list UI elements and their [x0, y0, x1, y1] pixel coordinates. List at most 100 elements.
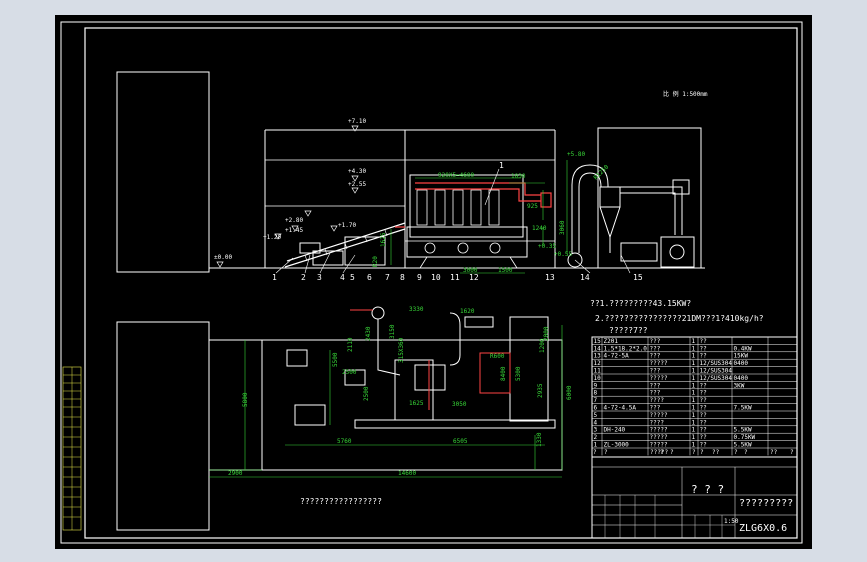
bom-cell: 5	[594, 412, 598, 419]
bom-cell: 1	[692, 338, 696, 345]
side-view-item-numbers: 1 1 2 3 4 5 6 7 8 9 10 11 12 13 14 15	[272, 161, 643, 282]
bom-cell: ?????	[650, 375, 668, 382]
svg-text:+7.10: +7.10	[348, 118, 366, 125]
bom-header-cell: ?	[790, 449, 794, 456]
bom-row: 4???? 1??	[594, 419, 708, 426]
bom-cell: 4	[594, 419, 598, 426]
svg-text:+0.55: +0.55	[554, 251, 572, 258]
plan-caption: ?????????????????	[300, 497, 382, 506]
svg-text:比 例 1:500mm: 比 例 1:500mm	[663, 90, 708, 98]
bom-cell: 8	[594, 390, 598, 397]
svg-text:1240: 1240	[532, 225, 547, 232]
bom-cell: ???	[650, 390, 661, 397]
svg-text:2500: 2500	[342, 369, 357, 376]
svg-text:1500: 1500	[498, 267, 513, 274]
bom-header-cell: ?????	[650, 449, 668, 456]
svg-text:3000: 3000	[463, 267, 478, 274]
svg-text:R600: R600	[490, 353, 505, 360]
svg-text:4: 4	[340, 273, 345, 282]
bom-cell: ???	[650, 382, 661, 389]
bom-cell: 1	[692, 375, 696, 382]
bom-cell: DH-240	[604, 427, 626, 434]
bom-cell: 14	[594, 345, 602, 352]
bom-cell: ????	[650, 419, 665, 426]
bom-cell: 15KW	[734, 353, 749, 360]
svg-text:5300: 5300	[515, 366, 522, 381]
bom-cell: 1	[692, 390, 696, 397]
bom-cell: ???	[650, 353, 661, 360]
bom-cell: 1	[692, 345, 696, 352]
svg-text:3150: 3150	[389, 324, 396, 339]
svg-text:+0.35: +0.35	[538, 243, 556, 250]
bom-row: 9???1??3KW	[594, 382, 745, 389]
bom-header-cell: ?	[670, 449, 674, 456]
svg-text:15: 15	[633, 273, 643, 282]
bom-cell: 12/SUS304	[700, 360, 733, 367]
bom-cell: 13	[594, 353, 602, 360]
svg-text:2900: 2900	[228, 470, 243, 477]
svg-text:5760: 5760	[337, 438, 352, 445]
svg-text:2935: 2935	[537, 383, 544, 398]
svg-text:13: 13	[545, 273, 555, 282]
bom-cell: 3	[594, 427, 598, 434]
bom-cell: ????	[650, 397, 665, 404]
bom-row: 7????1??	[594, 397, 708, 404]
bom-cell: 1	[692, 360, 696, 367]
svg-text:+5.80: +5.80	[567, 151, 585, 158]
svg-text:6505: 6505	[453, 438, 468, 445]
bom-cell: ??	[700, 353, 708, 360]
svg-text:+2.55: +2.55	[348, 181, 366, 188]
bom-cell: ?????	[650, 434, 668, 441]
bom-cell: ?????	[650, 412, 668, 419]
svg-text:7: 7	[385, 273, 390, 282]
svg-text:1620: 1620	[460, 308, 475, 315]
svg-text:3060: 3060	[559, 220, 566, 235]
svg-text:??1.?????????43.15KW?: ??1.?????????43.15KW?	[590, 299, 691, 308]
bom-header-cell: ?	[660, 449, 664, 456]
bom-cell: 1	[692, 368, 696, 375]
bom-cell: ZL-3000	[604, 442, 630, 449]
svg-text:920X5=4600: 920X5=4600	[438, 172, 475, 179]
svg-text:10: 10	[431, 273, 441, 282]
svg-text:1: 1	[272, 273, 277, 282]
bom-header-cell: ??	[712, 449, 720, 456]
left-margin-table	[62, 366, 82, 531]
svg-text:1330: 1330	[536, 432, 543, 447]
bom-row: 2?????1??0.75KW	[594, 434, 756, 441]
bom-cell: 0.75KW	[734, 434, 756, 441]
bom-cell: 7.5KW	[734, 405, 752, 412]
bom-cell: ??	[700, 405, 708, 412]
svg-text:R20: R20	[372, 256, 379, 267]
svg-text:3: 3	[317, 273, 322, 282]
bom-cell: 0.4KW	[734, 345, 752, 352]
bom-cell: 1	[692, 419, 696, 426]
drawing-sheet: +7.10 +4.30 +2.55 +2.80 +1.45 +1.20 +1.7…	[55, 15, 812, 549]
bom-cell: 11	[594, 368, 602, 375]
bom-cell: ??	[700, 397, 708, 404]
svg-text:2: 2	[301, 273, 306, 282]
svg-text:1200: 1200	[539, 338, 546, 353]
bom-cell: ???	[650, 368, 661, 375]
svg-text:2110: 2110	[347, 337, 354, 352]
side-elevation-view: +7.10 +4.30 +2.55 +2.80 +1.45 +1.20 +1.7…	[116, 71, 708, 274]
bom-row: 8???1??	[594, 390, 708, 397]
title-project: ?????????	[739, 498, 793, 509]
bom-cell: ?????	[650, 442, 668, 449]
svg-text:2500: 2500	[363, 386, 370, 401]
bom-cell: ??	[700, 419, 708, 426]
bom-cell: ???	[650, 345, 661, 352]
svg-text:+1.20: +1.20	[263, 234, 281, 241]
bom-cell: ?????	[650, 360, 668, 367]
bom-header-cell: ?	[593, 449, 597, 456]
bom-cell: ??	[700, 442, 708, 449]
bom-cell: 1.5*18.2*2.0	[604, 345, 648, 352]
bom-row: 5?????1??	[594, 412, 708, 419]
bom-cell: 12	[594, 360, 602, 367]
outer-frame	[60, 21, 803, 544]
svg-text:2430: 2430	[365, 326, 372, 341]
